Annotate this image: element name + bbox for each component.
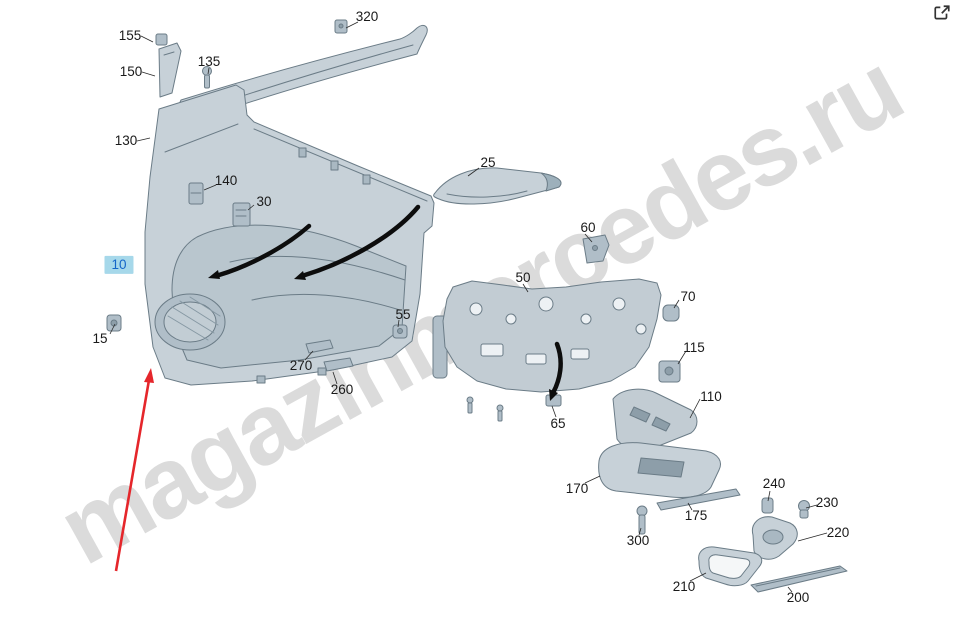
part-label-55[interactable]: 55 xyxy=(395,306,411,322)
part-label-30[interactable]: 30 xyxy=(256,193,272,209)
part-label-15[interactable]: 15 xyxy=(92,330,108,346)
part-label-60[interactable]: 60 xyxy=(580,219,596,235)
external-link-icon[interactable] xyxy=(933,4,951,22)
module-30-drawing xyxy=(232,202,251,227)
part-label-270[interactable]: 270 xyxy=(289,357,313,373)
door-module-carrier-drawing xyxy=(432,278,662,422)
trim-strip-175-drawing xyxy=(656,488,741,511)
part-label-10[interactable]: 10 xyxy=(104,255,134,275)
part-label-260[interactable]: 260 xyxy=(330,381,354,397)
clip-240-drawing xyxy=(761,497,774,514)
part-label-320[interactable]: 320 xyxy=(355,8,379,24)
clip-15-drawing xyxy=(106,314,122,332)
leader-lines xyxy=(109,21,828,593)
part-label-50[interactable]: 50 xyxy=(515,269,531,285)
handle-bowl-drawing xyxy=(751,516,798,560)
part-label-220[interactable]: 220 xyxy=(826,524,850,540)
handle-frame-drawing xyxy=(698,546,763,587)
part-label-155[interactable]: 155 xyxy=(118,27,142,43)
part-label-200[interactable]: 200 xyxy=(786,589,810,605)
part-label-210[interactable]: 210 xyxy=(672,578,696,594)
part-label-110[interactable]: 110 xyxy=(700,388,722,404)
clip-55-drawing xyxy=(392,324,408,339)
part-label-240[interactable]: 240 xyxy=(762,475,786,491)
switch-115-drawing xyxy=(658,360,681,383)
bracket-60-drawing xyxy=(582,234,610,264)
part-label-230[interactable]: 230 xyxy=(815,494,839,510)
part-label-150[interactable]: 150 xyxy=(119,63,143,79)
bracket-140-drawing xyxy=(188,182,204,205)
mirror-triangle-trim-drawing xyxy=(155,33,182,98)
part-label-65[interactable]: 65 xyxy=(550,415,566,431)
part-label-170[interactable]: 170 xyxy=(565,480,589,496)
installation-arrows xyxy=(208,204,563,401)
part-label-140[interactable]: 140 xyxy=(214,172,238,188)
armrest-drawing xyxy=(598,442,721,498)
part-label-115[interactable]: 115 xyxy=(683,339,705,355)
bracket-270-drawing xyxy=(305,339,334,354)
part-label-70[interactable]: 70 xyxy=(680,288,696,304)
part-label-130[interactable]: 130 xyxy=(114,132,138,148)
screw-300-drawing xyxy=(636,505,648,535)
part-label-300[interactable]: 300 xyxy=(626,532,650,548)
door-trim-panel-drawing xyxy=(144,84,435,386)
pull-handle-drawing xyxy=(433,167,562,205)
clip-70-drawing xyxy=(662,304,680,322)
part-label-25[interactable]: 25 xyxy=(480,154,496,170)
bracket-260-drawing xyxy=(323,357,354,372)
part-label-135[interactable]: 135 xyxy=(197,53,221,69)
red-selection-arrow xyxy=(114,368,154,572)
part-label-175[interactable]: 175 xyxy=(684,507,708,523)
trim-strip-200-drawing xyxy=(750,565,848,593)
clip-230-drawing xyxy=(798,500,810,519)
